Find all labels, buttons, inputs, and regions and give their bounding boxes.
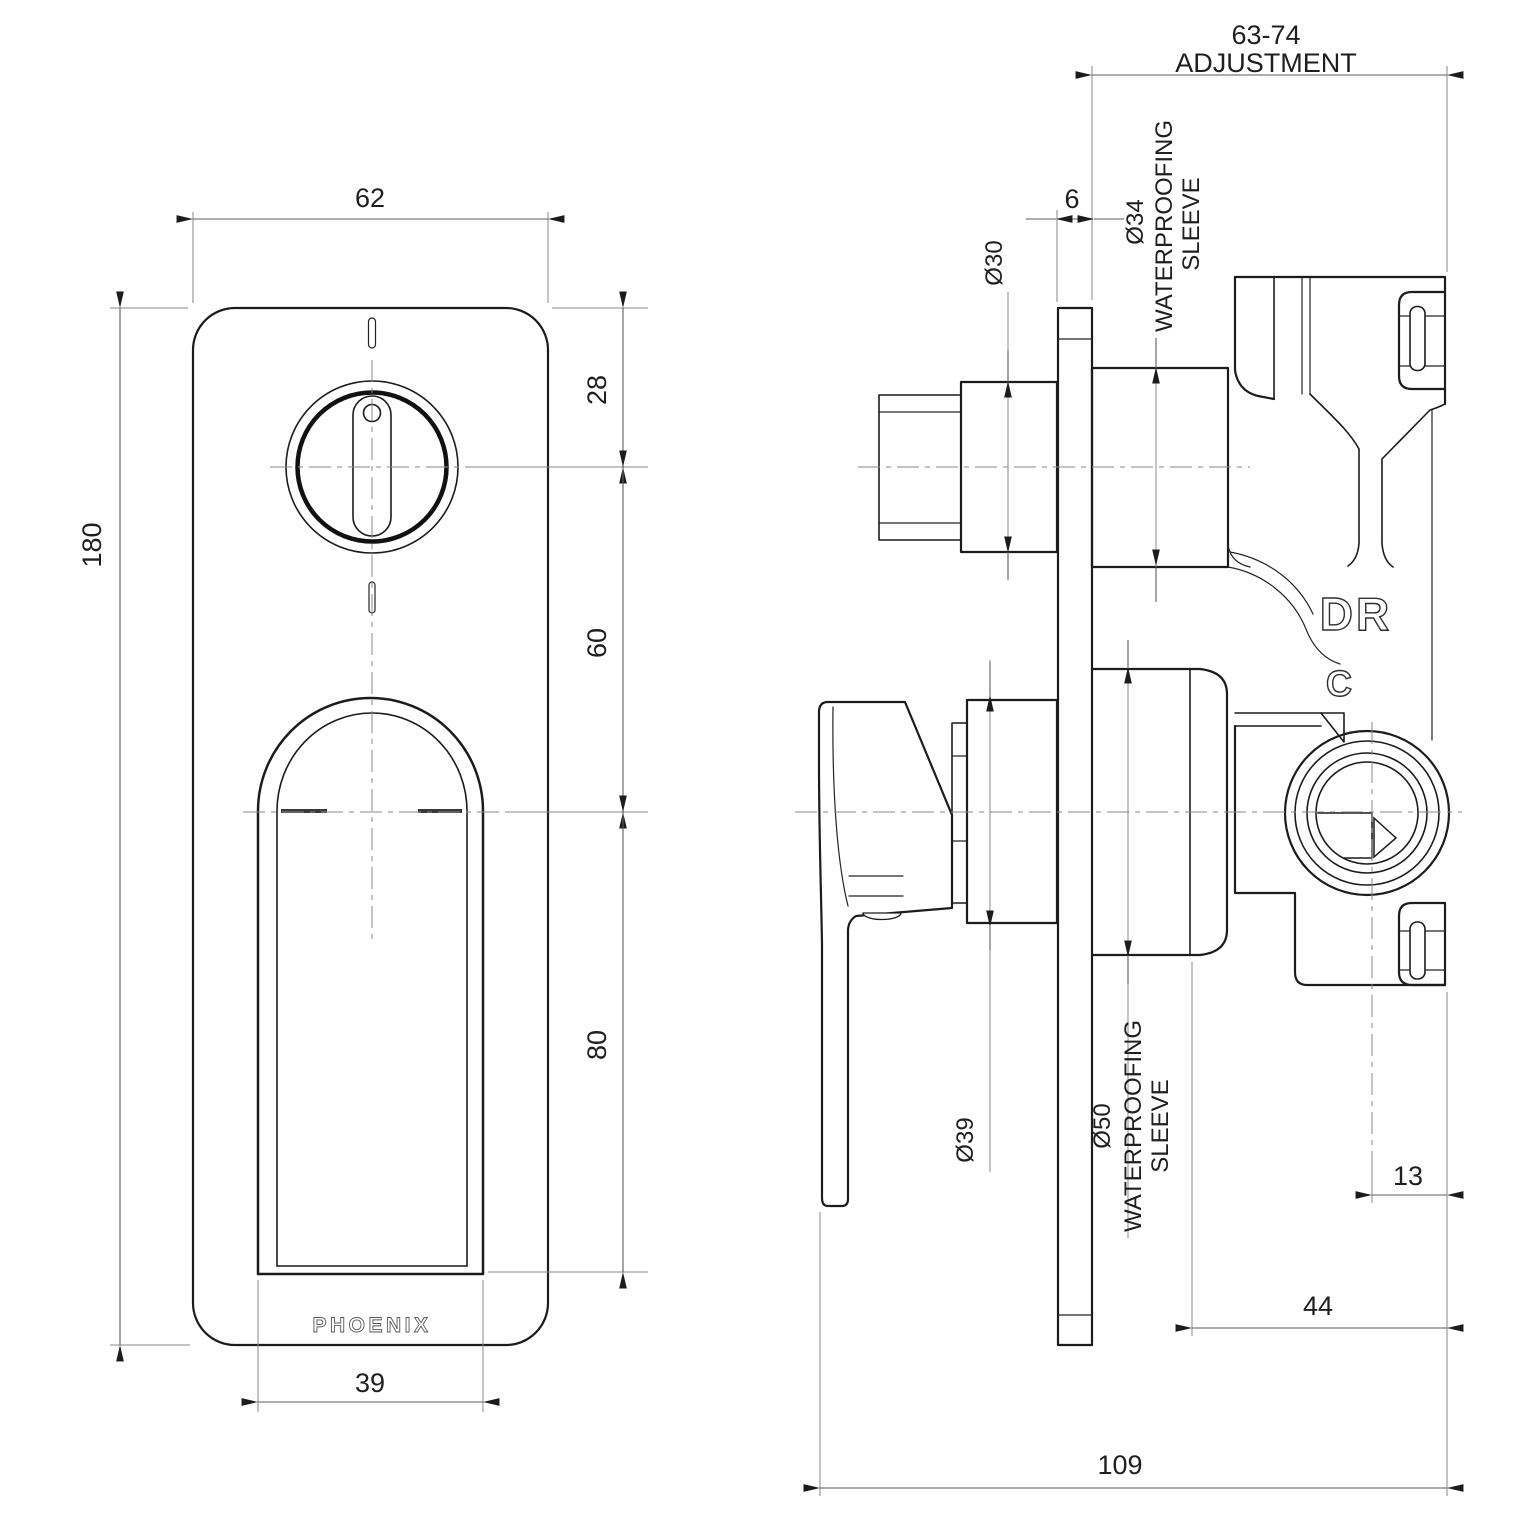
handle-profile: [817, 700, 954, 1208]
dim-width-value: 62: [355, 183, 385, 213]
wall-plate-front: [191, 306, 550, 1347]
lug-slot-bottom: [1409, 921, 1426, 980]
lever-handle-front: [256, 696, 485, 1276]
casting-mark-dr: DR: [1320, 588, 1392, 640]
lug-slot-top: [1409, 305, 1426, 372]
mounting-lug-top: [1397, 290, 1447, 391]
dim-lower-sleeve-dia-value: Ø50: [1089, 1103, 1116, 1148]
upper-sleeve-label-2: SLEEVE: [1178, 177, 1205, 270]
handle-outer-outline: [256, 696, 485, 1276]
outlet-port: [1283, 729, 1451, 897]
lower-sleeve-label-1: WATERPROOFING: [1120, 1020, 1147, 1232]
handle-screw-detail: [862, 912, 902, 921]
port-key-pointer: [1373, 816, 1398, 859]
casting-mark-c: C: [1326, 663, 1352, 704]
port-keyway: [1317, 812, 1373, 859]
front-view: PHOENIX 62 180 28 60 80 39: [77, 183, 648, 1412]
dim-body-depth-value: 44: [1303, 1291, 1333, 1321]
upper-sleeve-label-1: WATERPROOFING: [1151, 120, 1178, 332]
dim-top-to-dial-value: 28: [582, 375, 612, 405]
dial-index-top: [367, 317, 377, 349]
wall-plate-side: [1056, 306, 1094, 1347]
dim-plate-thickness-value: 6: [1064, 184, 1079, 214]
valve-body: DR C: [1227, 275, 1451, 987]
dim-handle-length-value: 80: [582, 1030, 612, 1060]
dim-overall-depth-value: 109: [1097, 1450, 1142, 1480]
dim-handle-width-value: 39: [355, 1368, 385, 1398]
dim-dial-to-handle-value: 60: [582, 628, 612, 658]
dim-outlet-offset-value: 13: [1393, 1161, 1423, 1191]
dim-spindle-dia-value: Ø30: [981, 240, 1008, 285]
dim-upper-sleeve-dia-value: Ø34: [1122, 199, 1149, 244]
lower-sleeve-label-2: SLEEVE: [1147, 1079, 1174, 1172]
dim-height-value: 180: [77, 522, 107, 567]
dim-adjustment-label: ADJUSTMENT: [1175, 48, 1357, 78]
mounting-lug-bottom: [1397, 901, 1447, 987]
side-view: DR C 63-74 ADJUSTMENT 6 Ø30 Ø34 WATERPRO…: [795, 20, 1464, 1496]
dim-adjustment-value: 63-74: [1231, 20, 1300, 50]
handle-neck: [951, 722, 968, 904]
cartridge-tab: [1320, 712, 1345, 743]
dim-handle-hub-dia-value: Ø39: [952, 1117, 979, 1162]
brand-logo-text: PHOENIX: [312, 1314, 431, 1337]
